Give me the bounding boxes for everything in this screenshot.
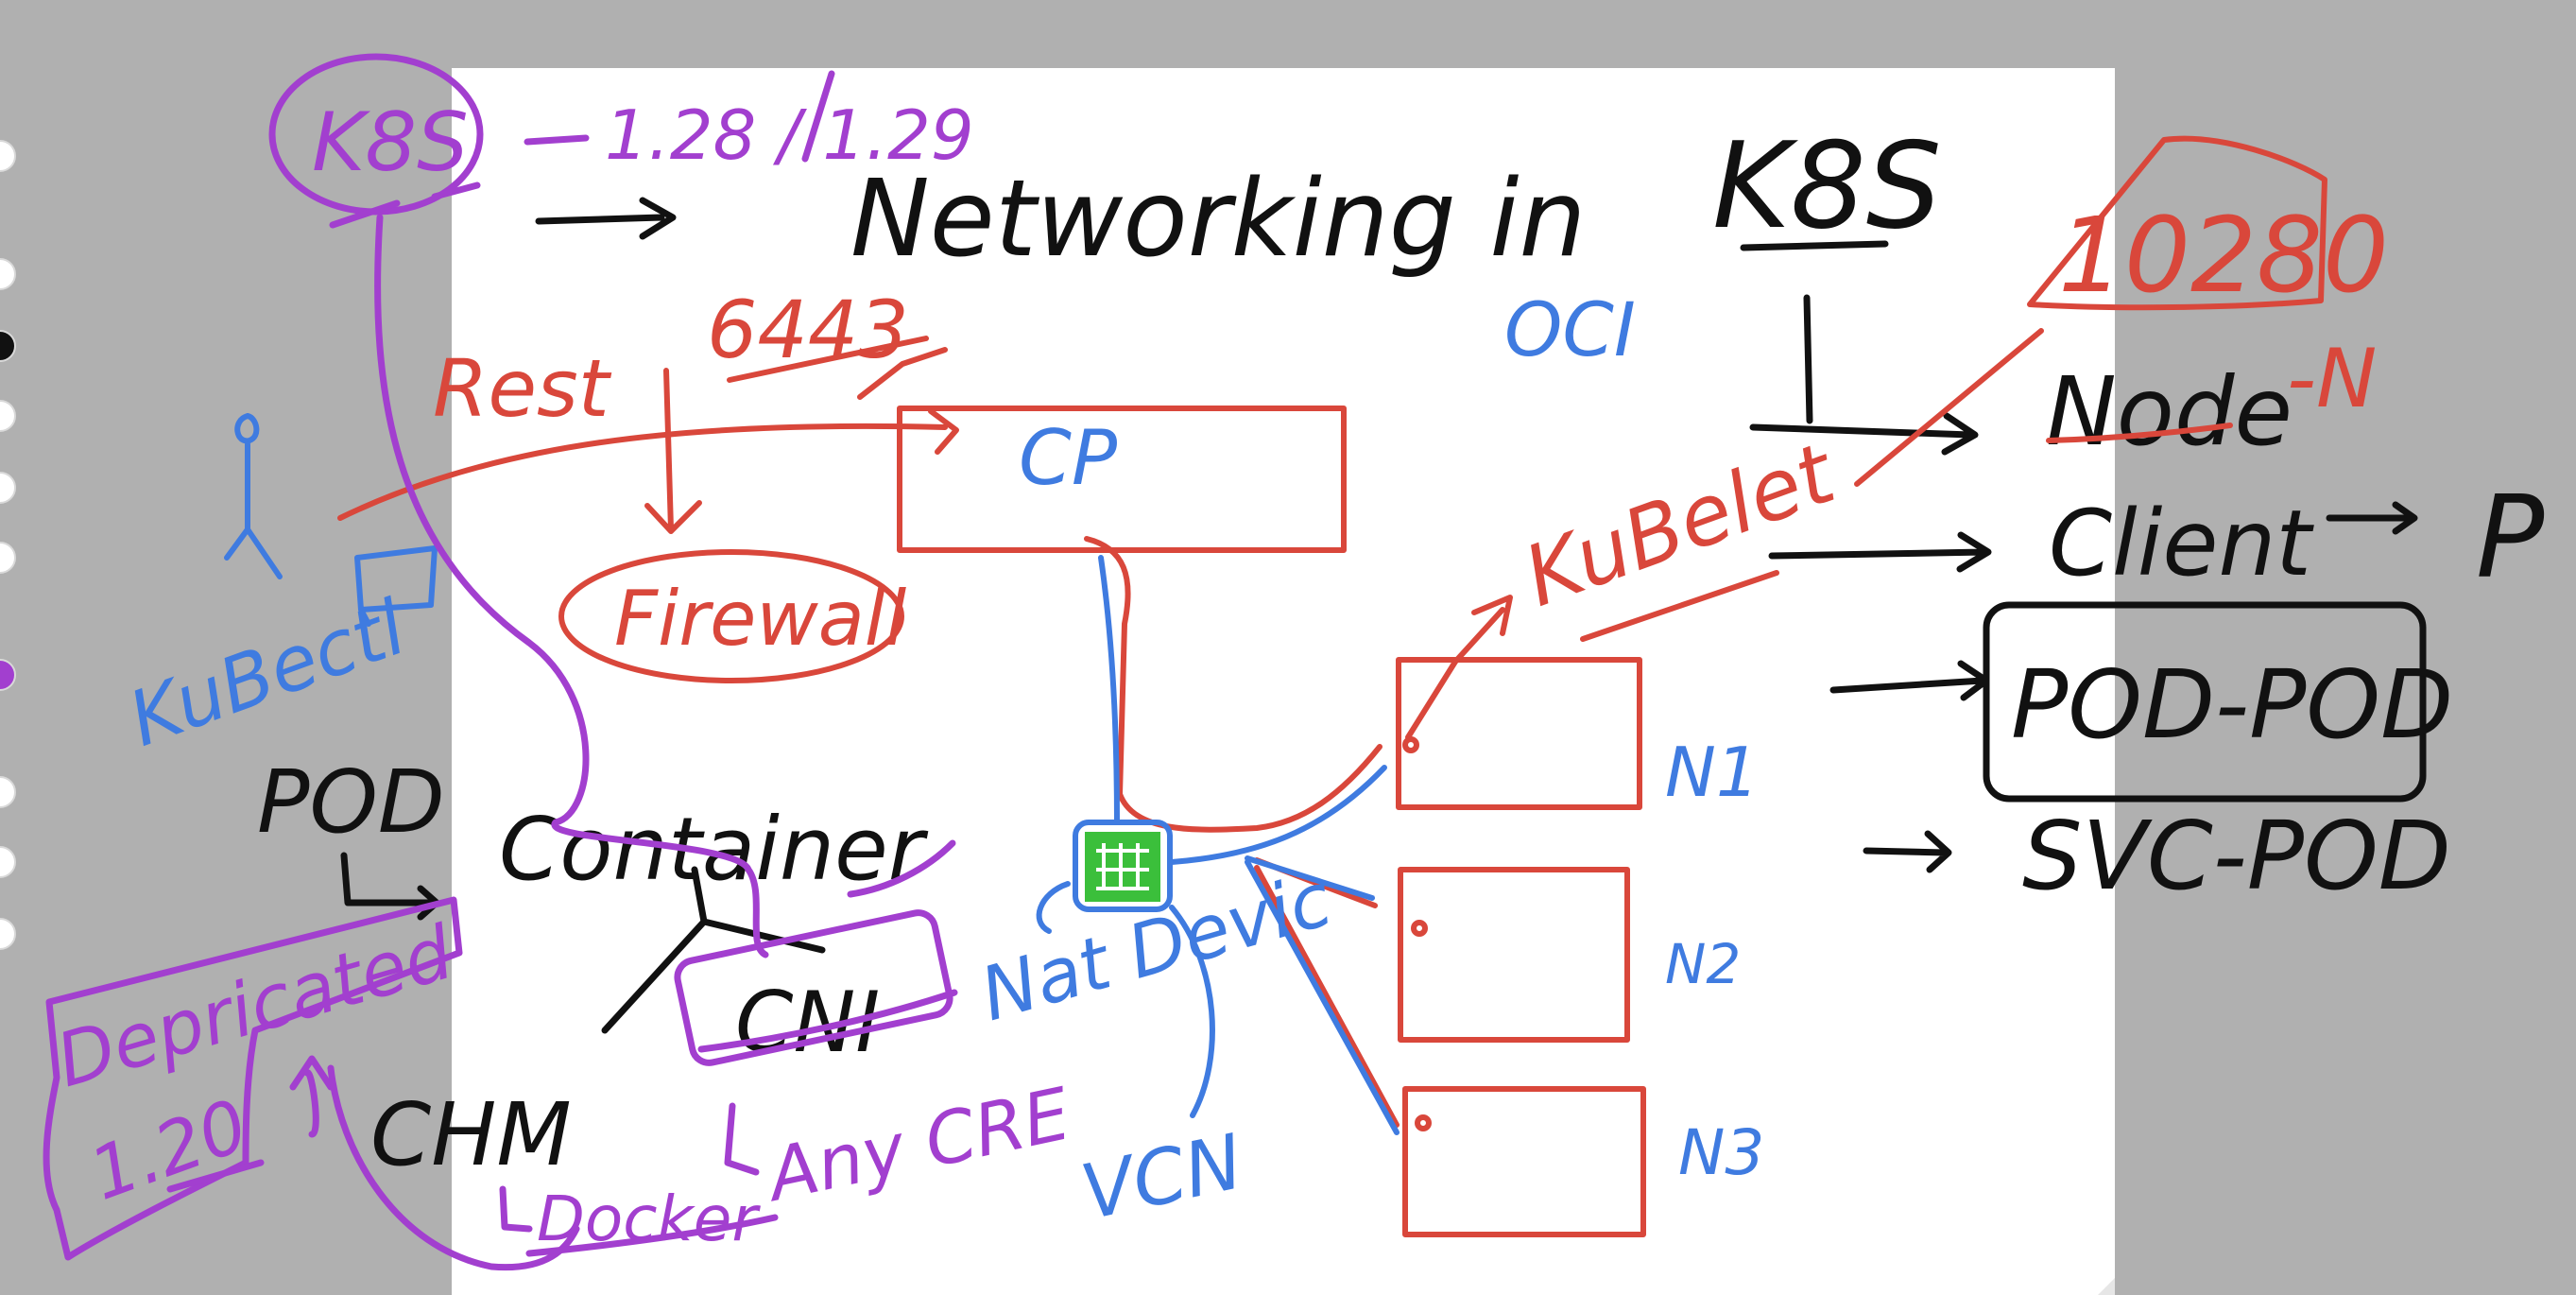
title-k8s: K8S xyxy=(1712,116,1942,255)
k8s-stem xyxy=(1803,294,1813,424)
control-plane-box xyxy=(897,406,1347,553)
client-target-arrow xyxy=(2326,501,2418,535)
docker-bracket xyxy=(499,1185,533,1233)
firewall-label: Firewall xyxy=(614,575,906,663)
node-n3-box xyxy=(1402,1086,1646,1237)
node-arrow xyxy=(1749,412,1979,456)
nat-device-outline xyxy=(1073,820,1173,912)
oci-label: OCI xyxy=(1504,288,1636,373)
box-10280 xyxy=(2027,135,2327,311)
red-ink-strokes xyxy=(337,135,2327,1237)
n1-label: N1 xyxy=(1665,733,1760,812)
kubectl-label: KuBectl xyxy=(118,583,417,764)
cni-flick xyxy=(847,839,956,898)
title-arrow xyxy=(535,197,677,240)
node-n-label: -N xyxy=(2287,332,2377,426)
k8s-underline xyxy=(1740,240,1889,251)
version-slash xyxy=(801,70,835,163)
n2-label: N2 xyxy=(1665,932,1741,996)
firewall-drop xyxy=(644,368,702,534)
kubectl-user-head xyxy=(234,413,260,444)
kubelet-underline xyxy=(1580,570,1779,642)
black-ink-strokes xyxy=(340,197,2427,1034)
deprecated-box xyxy=(43,896,463,1261)
nat-to-n2-blue xyxy=(1245,855,1375,901)
kubelet-link xyxy=(1405,595,1513,740)
port-10280: 10280 xyxy=(2058,195,2389,316)
deprecated-label: Depricated xyxy=(47,910,462,1104)
version-label: 1.28 / 1.29 xyxy=(605,95,974,175)
docker-label: Docker xyxy=(537,1183,761,1255)
n3-label: N3 xyxy=(1678,1116,1764,1189)
svc-pod-arrow xyxy=(1863,830,1952,873)
nat-to-vcn xyxy=(1169,905,1215,1118)
node-n-underline xyxy=(2046,423,2233,443)
nat-to-n3-red xyxy=(1254,865,1400,1128)
container-label: Container xyxy=(499,799,929,900)
docker-underline xyxy=(525,1214,779,1257)
client-arrow xyxy=(1768,531,1992,573)
node-n1-box xyxy=(1396,657,1642,810)
nat-to-n3-blue xyxy=(1245,859,1400,1135)
cp-label: CP xyxy=(1019,414,1118,502)
version-120-underline xyxy=(166,1159,265,1193)
port-6443: 6443 xyxy=(707,284,909,376)
nat-device-hook xyxy=(1036,881,1071,934)
purple-ink-strokes xyxy=(43,53,958,1271)
rest-curve xyxy=(337,408,959,521)
nat-device-icon xyxy=(1085,832,1160,902)
k8s-purple-label: K8S xyxy=(312,95,469,190)
cni-to-docker xyxy=(724,1102,760,1176)
deprecated-arrow xyxy=(289,1055,335,1138)
version-dash xyxy=(524,134,590,146)
cp-to-nat-blue xyxy=(1098,555,1120,825)
k8s-tail xyxy=(329,181,481,229)
page-corner xyxy=(2098,1278,2115,1295)
node-n2-box xyxy=(1398,867,1630,1043)
title-networking: Networking in xyxy=(850,158,1587,281)
cni-box xyxy=(674,909,953,1066)
nat-to-n1-blue xyxy=(1169,765,1387,865)
port-underline xyxy=(727,336,948,400)
k8s-to-container xyxy=(374,214,769,958)
svc-pod-label: SVC-POD xyxy=(2022,801,2451,911)
blue-ink-strokes xyxy=(224,413,1400,1135)
cni-box-shadow xyxy=(697,989,958,1053)
client-label: Client xyxy=(2049,491,2314,596)
client-target: P xyxy=(2476,473,2545,604)
pod-pod-label: POD-POD xyxy=(2011,649,2453,760)
chm-label: CHM xyxy=(370,1084,572,1185)
kubelet-to-10280 xyxy=(1854,328,2044,487)
pod-pod-box xyxy=(1983,601,2427,803)
kubectl-laptop xyxy=(354,545,438,627)
node-label: Node xyxy=(2046,356,2293,467)
kubectl-user-body xyxy=(224,441,283,579)
toolbar-dots[interactable] xyxy=(0,140,16,950)
rest-label: Rest xyxy=(433,342,612,435)
deprecated-version: 1.20 xyxy=(79,1082,258,1217)
firewall-ellipse xyxy=(558,549,904,683)
pod-label: POD xyxy=(257,751,445,853)
